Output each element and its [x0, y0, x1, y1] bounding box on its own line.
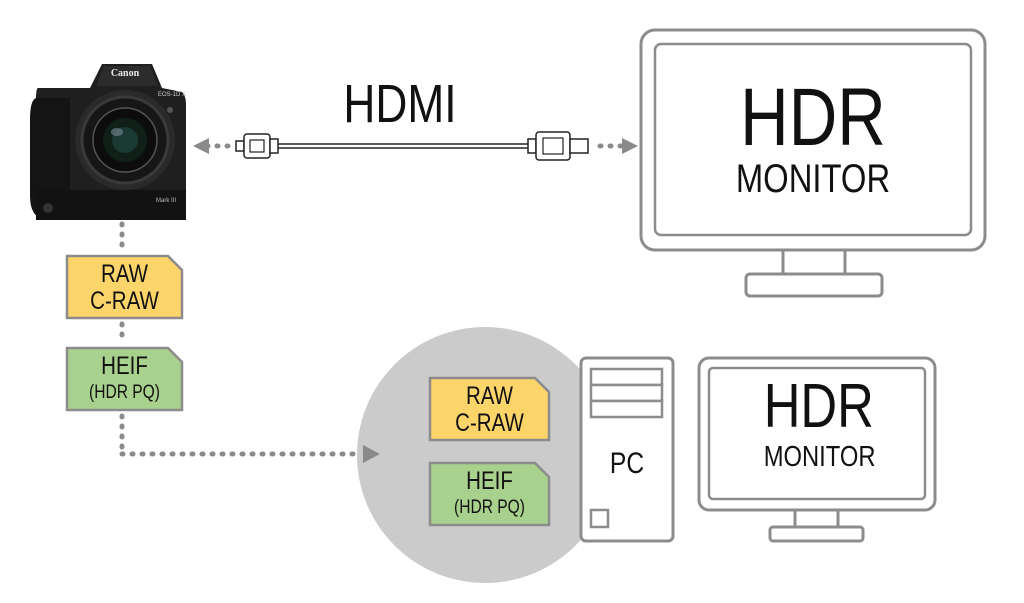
hdmi-label: HDMI [343, 74, 457, 134]
file-heif-camera-line1: HEIF [101, 352, 148, 380]
pc-label: PC [609, 447, 645, 480]
camera-mark-text: Mark III [155, 198, 176, 204]
hdmi-cable [235, 131, 589, 161]
file-heif-camera-line2: (HDR PQ) [89, 382, 160, 403]
pc-highlight-circle [357, 327, 613, 583]
file-raw-camera [65, 254, 184, 320]
camera-icon [30, 64, 186, 220]
monitor-bottom-subtitle: MONITOR [763, 441, 876, 473]
file-raw-pc-line1: RAW [465, 382, 514, 410]
file-heif-pc-line2: (HDR PQ) [454, 497, 525, 518]
hdr-monitor-top [639, 28, 987, 298]
monitor-top-subtitle: MONITOR [735, 157, 891, 201]
file-raw-pc [428, 376, 551, 442]
pc-tower [579, 356, 675, 543]
file-heif-pc [428, 461, 551, 527]
file-heif-pc-line1: HEIF [466, 467, 513, 495]
file-heif-camera [65, 346, 184, 412]
monitor-bottom-title: HDR [763, 372, 874, 441]
file-raw-camera-line2: C-RAW [90, 287, 159, 315]
hdr-monitor-bottom [697, 356, 937, 543]
file-raw-camera-line1: RAW [100, 260, 149, 288]
file-raw-pc-line2: C-RAW [455, 409, 524, 437]
camera-hdmi-arrow [193, 138, 235, 154]
camera-to-pc-arrow [119, 221, 380, 463]
monitor-hdmi-arrow [597, 138, 638, 154]
monitor-top-title: HDR [740, 72, 886, 163]
camera-brand-text: Canon [110, 68, 140, 79]
camera-model-text: EOS-1D X [158, 92, 187, 98]
